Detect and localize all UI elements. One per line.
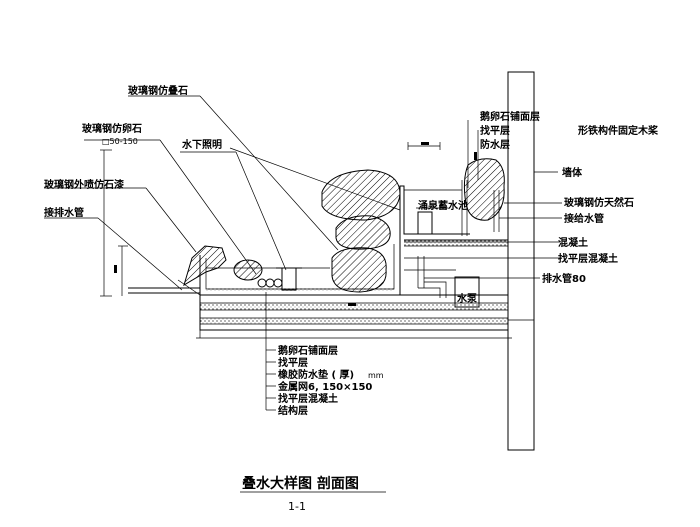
drawing-title: 叠水大样图 剖面图	[242, 475, 359, 492]
upper-pool	[399, 185, 508, 247]
dimension-marks	[100, 130, 479, 306]
label-layer-leveling-concrete: 找平层混凝土	[278, 392, 338, 405]
drawing-subtitle: 1-1	[288, 500, 306, 513]
label-concrete: 混凝土	[558, 236, 588, 249]
label-leveling-right: 找平层	[480, 124, 510, 137]
label-steel-fixing: 形铁构件固定木桨	[578, 124, 659, 137]
foundation-layers	[196, 294, 512, 339]
pump-box	[454, 276, 480, 308]
label-layer-leveling: 找平层	[278, 356, 308, 369]
annotations: 玻璃钢仿叠石 玻璃钢仿卵石 □50-150 水下照明 玻璃钢外喷仿石漆 接排水管…	[44, 84, 659, 513]
label-leveling-concrete-right: 找平层混凝土	[558, 252, 618, 265]
label-layer-structure: 结构层	[278, 404, 308, 417]
label-layer-pebble: 鹅卵石铺面层	[278, 344, 338, 357]
leader-lines	[44, 95, 562, 493]
label-glass-stacked-stone: 玻璃钢仿叠石	[128, 84, 188, 97]
ground-surface	[128, 279, 201, 296]
label-drain-pipe: 接排水管	[44, 206, 84, 219]
label-layer-rubber: 橡胶防水垫 ( 厚)	[278, 368, 354, 381]
label-glass-pebble: 玻璃钢仿卵石	[82, 122, 142, 135]
wall-column	[507, 71, 535, 451]
label-waterproof-right: 防水层	[480, 138, 510, 151]
label-layer-rubber-unit: mm	[368, 371, 384, 380]
label-underwater-light: 水下照明	[181, 138, 222, 151]
label-drain-pipe-80: 排水管80	[542, 272, 586, 285]
label-pebble-paving-right: 鹅卵石铺面层	[480, 110, 540, 123]
pebbles	[233, 259, 283, 288]
label-wall: 墙体	[562, 166, 583, 179]
label-supply-pipe: 接给水管	[564, 212, 604, 225]
label-glass-natural-stone: 玻璃钢仿天然石	[564, 196, 634, 209]
label-spring-pool: 涌泉蓄水池	[418, 199, 468, 212]
label-layer-mesh: 金属网6, 150×150	[277, 380, 372, 393]
left-edge-rock	[183, 245, 227, 287]
underwater-light-fixture	[276, 267, 302, 291]
label-glass-stone-paint: 玻璃钢外喷仿石漆	[44, 178, 124, 191]
stacked-rocks	[321, 158, 505, 293]
pipes	[404, 180, 500, 298]
label-pebble-size: □50-150	[102, 137, 138, 146]
label-pump: 水泵	[456, 292, 478, 305]
